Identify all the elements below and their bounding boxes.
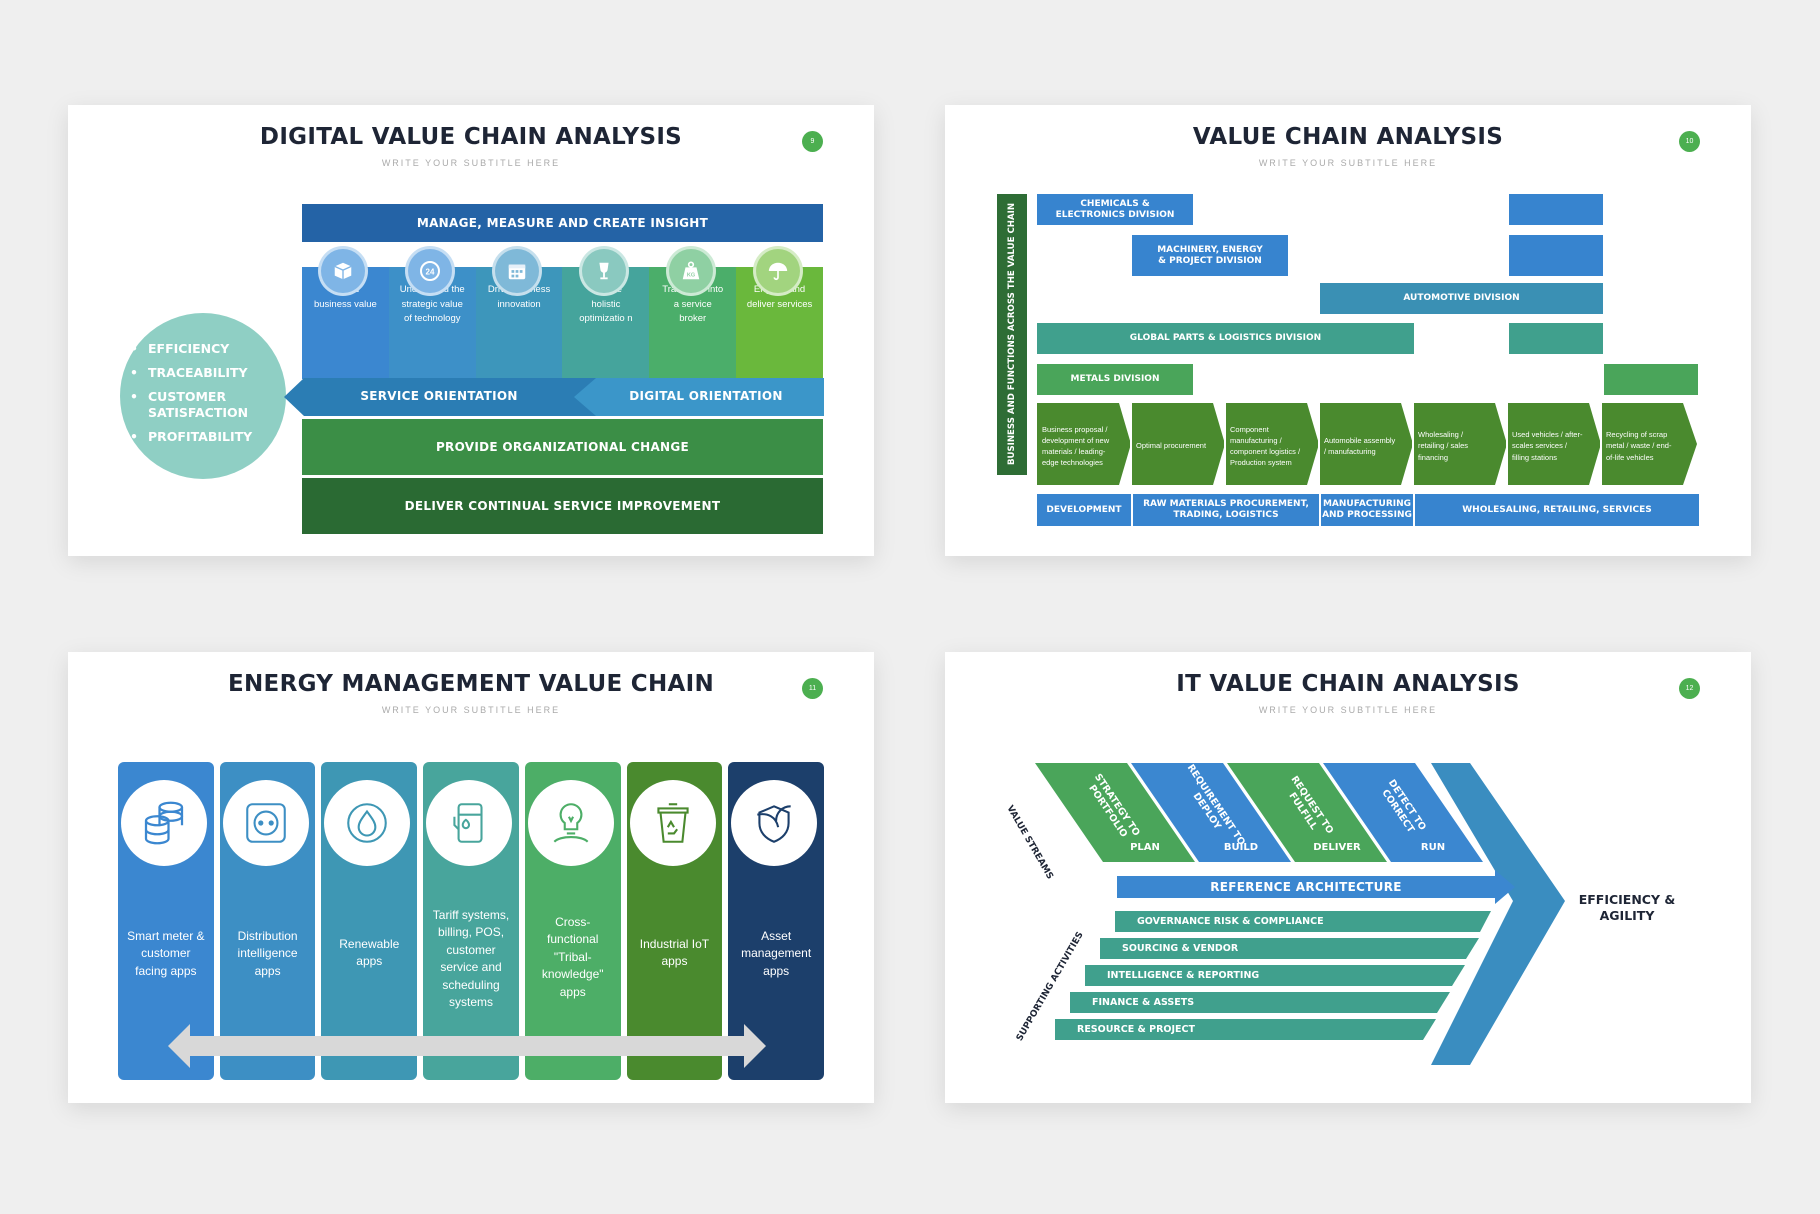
benefits-list: •EFFICIENCY •TRACEABILITY •CUSTOMER SATI…: [130, 341, 280, 453]
slide-subtitle: WRITE YOUR SUBTITLE HERE: [1258, 705, 1438, 715]
energy-column: Renewable apps: [321, 762, 418, 1080]
orientation-arrows: [284, 378, 824, 416]
slide-title: IT VALUE CHAIN ANALYSIS: [1176, 671, 1520, 697]
energy-column-text: Cross-functional "Tribal-knowledge" apps: [541, 915, 604, 999]
slide-title: VALUE CHAIN ANALYSIS: [1192, 124, 1504, 150]
slide-number-badge: 10: [1679, 131, 1700, 152]
energy-column-text: Smart meter & customer facing apps: [127, 929, 205, 978]
support-activity: GOVERNANCE RISK & COMPLIANCE: [1137, 916, 1324, 927]
umbrella-icon: [753, 246, 803, 296]
division-chemicals-extension: [1509, 194, 1603, 225]
service-orientation-label: SERVICE ORIENTATION: [360, 389, 518, 403]
support-activity: SOURCING & VENDOR: [1122, 943, 1239, 954]
energy-column: Tariff systems, billing, POS, customer s…: [423, 762, 519, 1080]
slide-subtitle: WRITE YOUR SUBTITLE HERE: [381, 705, 561, 715]
svg-text:KG: KG: [687, 273, 695, 279]
svg-text:24: 24: [426, 268, 435, 277]
division-global-parts: GLOBAL PARTS & LOGISTICS DIVISION: [1037, 323, 1414, 354]
division-global-extension: [1509, 323, 1603, 354]
24h-icon: 24: [405, 246, 455, 296]
energy-column-text: Tariff systems, billing, POS, customer s…: [432, 908, 510, 1009]
benefit-item: •CUSTOMER SATISFACTION: [130, 389, 249, 420]
division-metals: METALS DIVISION: [1037, 364, 1193, 395]
energy-column-text: Industrial IoT apps: [639, 937, 710, 969]
slide-digital-value-chain[interactable]: DIGITAL VALUE CHAIN ANALYSIS WRITE YOUR …: [68, 105, 874, 556]
double-arrow: [168, 1024, 766, 1068]
slide-energy-management[interactable]: ENERGY MANAGEMENT VALUE CHAIN WRITE YOUR…: [68, 652, 874, 1103]
fragile-glass-icon: [579, 246, 629, 296]
fuel-pump-icon: [426, 780, 513, 866]
package-icon: [318, 246, 368, 296]
weight-kg-icon: KG: [666, 246, 716, 296]
division-machinery-extension: [1509, 235, 1603, 276]
slide-title: DIGITAL VALUE CHAIN ANALYSIS: [259, 124, 683, 150]
division-chemicals: CHEMICALS & ELECTRONICS DIVISION: [1037, 194, 1193, 225]
energy-column-text: Asset management apps: [741, 929, 812, 978]
benefit-item: •TRACEABILITY: [130, 365, 248, 380]
slide-title: ENERGY MANAGEMENT VALUE CHAIN: [228, 671, 714, 697]
energy-column: Distribution intelligence apps: [219, 762, 316, 1080]
step-7: Recycling of scrap metal / waste / end-o…: [1606, 430, 1672, 462]
division-machinery: MACHINERY, ENERGY & PROJECT DIVISION: [1132, 235, 1288, 276]
stream-bottom-label: PLAN: [1130, 842, 1160, 853]
energy-column-text: Distribution intelligence apps: [237, 929, 298, 978]
bottom-raw-materials: RAW MATERIALS PROCUREMENT, TRADING, LOGI…: [1133, 494, 1319, 526]
step-2: Optimal procurement: [1136, 441, 1207, 451]
step-5: Wholesaling / retailing / sales financin…: [1418, 430, 1469, 462]
benefit-item: •EFFICIENCY: [130, 341, 230, 356]
stream-bottom-label: DELIVER: [1313, 842, 1361, 853]
support-activity: RESOURCE & PROJECT: [1077, 1024, 1195, 1035]
header-banner: MANAGE, MEASURE AND CREATE INSIGHT: [302, 204, 823, 242]
vertical-bar: [997, 194, 1027, 475]
slide-value-chain[interactable]: VALUE CHAIN ANALYSIS WRITE YOUR SUBTITLE…: [945, 105, 1751, 556]
slide-subtitle: WRITE YOUR SUBTITLE HERE: [1258, 158, 1438, 168]
support-activity: INTELLIGENCE & REPORTING: [1107, 970, 1260, 981]
energy-column-text: Renewable apps: [339, 937, 400, 969]
slide-number-badge: 11: [802, 678, 823, 699]
benefit-item: •PROFITABILITY: [130, 429, 253, 444]
stream-bottom-label: RUN: [1420, 842, 1446, 853]
slide-number-badge: 12: [1679, 678, 1700, 699]
database-stack-icon: [121, 780, 207, 866]
support-activity: FINANCE & ASSETS: [1092, 997, 1195, 1008]
step-6: Used vehicles / after-scales services / …: [1512, 430, 1583, 462]
power-socket-icon: [222, 780, 309, 866]
water-drop-icon: [324, 780, 411, 866]
vertical-label: BUSINESS AND FUNCTIONS ACROSS THE VALUE …: [1007, 202, 1017, 466]
step-4: Automobile assembly / manufacturing: [1324, 435, 1396, 456]
slide-it-value-chain[interactable]: IT VALUE CHAIN ANALYSIS WRITE YOUR SUBTI…: [945, 652, 1751, 1103]
digital-orientation-label: DIGITAL ORIENTATION: [629, 389, 783, 403]
energy-column: Cross-functional "Tribal-knowledge" apps: [524, 762, 621, 1080]
calendar-icon: [492, 246, 542, 296]
bottom-manufacturing: MANUFACTURING AND PROCESSING: [1321, 494, 1413, 526]
it-value-chain-graphic: [1035, 763, 1565, 1065]
slide-number-badge: 9: [802, 131, 823, 152]
energy-column: Smart meter & customer facing apps: [118, 762, 214, 1080]
benefits-circle: [120, 313, 286, 479]
step-3: Component manufacturing / component logi…: [1230, 424, 1301, 468]
leaf-shield-icon: [731, 780, 818, 866]
org-change-banner: PROVIDE ORGANIZATIONAL CHANGE: [302, 419, 823, 475]
bottom-development: DEVELOPMENT: [1037, 494, 1131, 526]
bottom-wholesaling: WHOLESALING, RETAILING, SERVICES: [1415, 494, 1699, 526]
step-1: Business proposal / development of new m…: [1042, 424, 1110, 468]
division-automotive: AUTOMOTIVE DIVISION: [1320, 283, 1603, 314]
stream-bottom-label: BUILD: [1223, 842, 1259, 853]
continual-improvement-banner: DELIVER CONTINUAL SERVICE IMPROVEMENT: [302, 478, 823, 534]
energy-column: Industrial IoT apps: [626, 762, 723, 1080]
columns-row: Create business value Understand the str…: [302, 267, 823, 379]
recycle-bin-icon: [629, 780, 716, 866]
efficiency-agility-label: EFFICIENCY & AGILITY: [1578, 892, 1676, 924]
slide-subtitle: WRITE YOUR SUBTITLE HERE: [381, 158, 561, 168]
eco-bulb-icon: [527, 780, 614, 866]
process-chevrons: [1037, 403, 1697, 485]
reference-architecture-label: REFERENCE ARCHITECTURE: [1210, 880, 1402, 894]
division-metals-extension: [1604, 364, 1698, 395]
energy-columns: Smart meter & customer facing apps Distr…: [118, 762, 825, 1080]
